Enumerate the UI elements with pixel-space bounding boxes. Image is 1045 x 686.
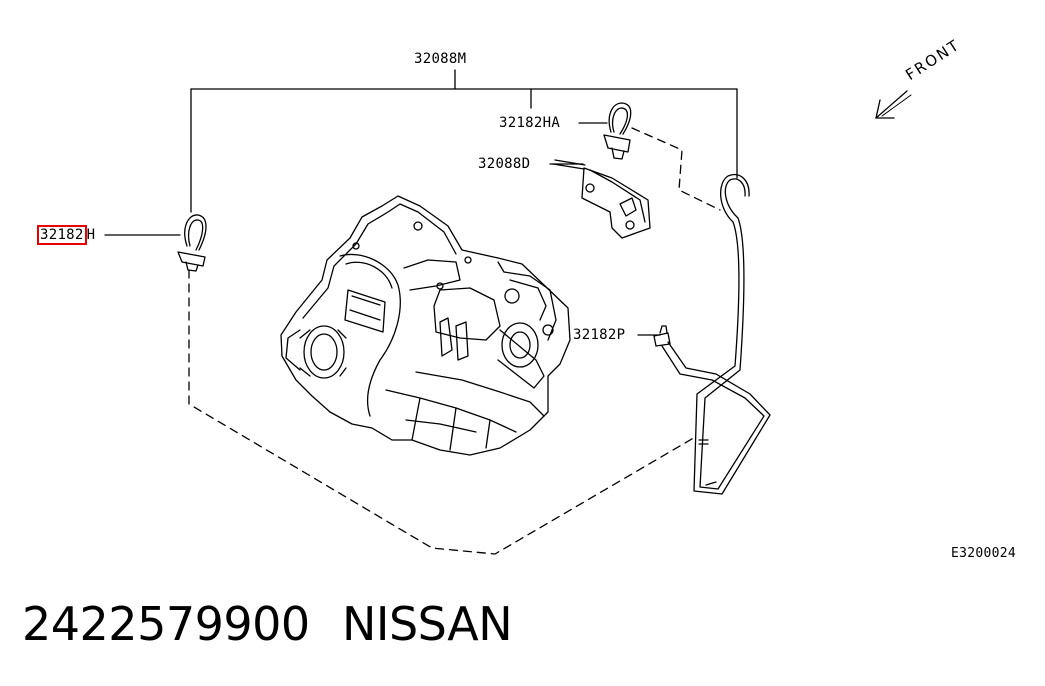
highlighted-part-box: 32182: [37, 225, 87, 245]
assembly-leader-lines: [104, 69, 738, 336]
transmission-case-shape: [280, 195, 571, 456]
caption-brand: NISSAN: [342, 597, 513, 651]
caption-part-number: 2422579900: [22, 597, 310, 651]
clip-ha-shape: [603, 102, 632, 160]
label-32182ha[interactable]: 32182HA: [499, 115, 561, 131]
breather-p-shape: [653, 325, 671, 347]
diagram-code: E3200024: [951, 546, 1017, 561]
bracket-d-shape: [552, 159, 651, 239]
label-32088m[interactable]: 32088M: [414, 51, 467, 67]
hose-shape: [661, 174, 771, 495]
front-arrow-icon: [875, 90, 912, 119]
dashed-outline: [188, 127, 721, 555]
label-32182p[interactable]: 32182P: [573, 327, 626, 343]
label-32088d[interactable]: 32088D: [478, 156, 531, 172]
label-32182h-suffix: H: [86, 227, 96, 243]
clip-h-shape: [177, 214, 207, 272]
